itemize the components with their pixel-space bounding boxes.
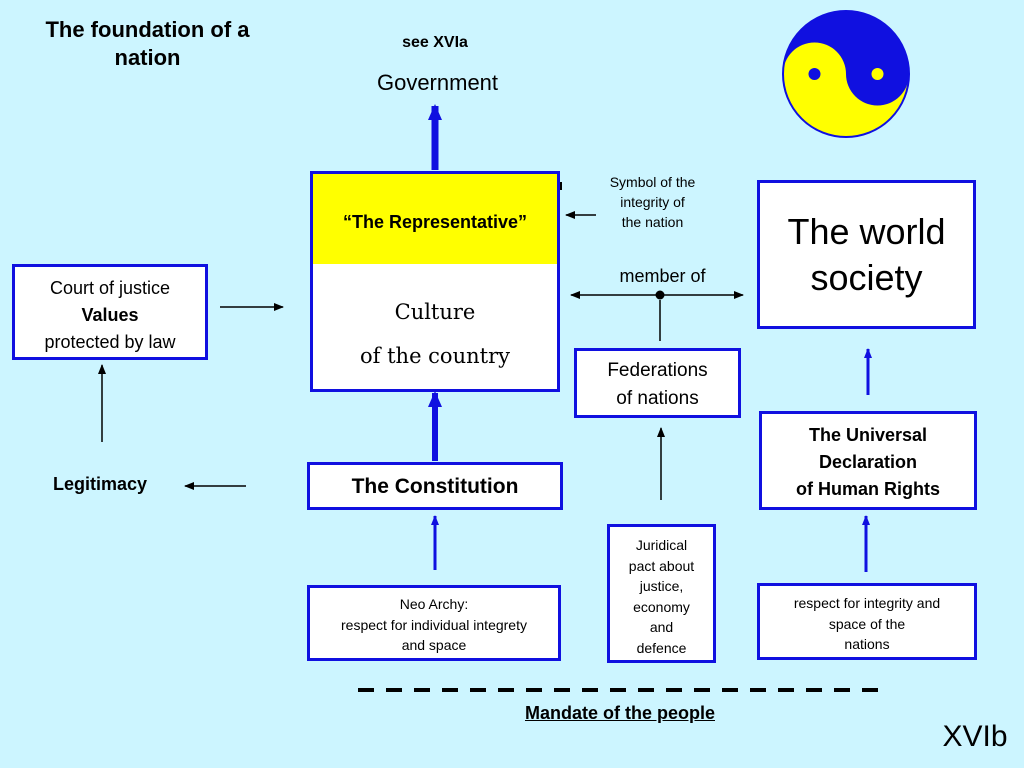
federations-label: Federations of nations [577,357,738,413]
yin-yang-icon [782,10,910,138]
neo-archy-line3: and space [401,637,467,653]
member-of-label: member of [619,266,706,286]
respect-nations-line3: nations [844,636,890,652]
culture-label-line2: of the country [360,344,510,368]
respect-nations-label: respect for integrity and space of the n… [760,593,974,655]
udhr-line3: of Human Rights [796,479,940,499]
member-of-junction [655,290,665,300]
constitution-label: The Constitution [351,475,519,498]
symbol-note: Symbol of the integrity of the nation [585,172,720,232]
culture-label-line1: Culture [394,300,476,324]
symbol-note-line2: integrity of [620,194,685,210]
court-line1: Court of justice [49,278,171,298]
world-society-box: The world society [757,180,976,329]
court-values: Values [81,305,139,325]
neo-archy-label: Neo Archy: respect for individual integr… [310,594,558,656]
juridical-line2: pact about [628,557,695,574]
world-society-line1: The world [787,211,946,252]
court-line3: protected by law [44,332,176,352]
juridical-pact-box: Juridical pact about justice, economy an… [607,524,716,663]
legitimacy-label: Legitimacy [52,474,148,494]
see-reference: see XVIa [402,34,468,51]
constitution-box: The Constitution [307,462,563,510]
juridical-line6: defence [636,639,687,656]
respect-nations-box: respect for integrity and space of the n… [757,583,977,660]
juridical-line5: and [649,619,674,635]
representative-box: “The Representative” Culture of the coun… [310,171,560,392]
neo-archy-line1: Neo Archy: [399,596,469,612]
udhr-line1: The Universal [808,425,928,445]
federations-line1: Federations [607,360,708,381]
representative-highlight [313,174,557,264]
government-label: Government [376,70,499,95]
federations-line2: of nations [616,388,699,409]
symbol-note-line3: the nation [621,214,684,230]
symbol-note-line1: Symbol of the [609,174,696,190]
court-label: Court of justice Values protected by law [15,275,205,356]
udhr-label: The Universal Declaration of Human Right… [762,422,974,503]
world-society-line2: society [810,257,923,298]
neo-archy-box: Neo Archy: respect for individual integr… [307,585,561,661]
respect-nations-line2: space of the [828,615,906,632]
respect-nations-line1: respect for integrity and [793,595,941,611]
neo-archy-line2: respect for individual integrety [341,616,527,633]
representative-label: “The Representative” [342,212,528,232]
world-society-label: The world society [760,209,973,301]
mandate-label: Mandate of the people [524,703,715,723]
udhr-box: The Universal Declaration of Human Right… [759,411,977,510]
udhr-line2: Declaration [818,452,918,472]
court-of-justice-box: Court of justice Values protected by law [12,264,208,360]
juridical-line1: Juridical [635,537,688,553]
page-title: The foundation of a nation [45,17,250,70]
page-number: XVIb [942,720,1008,753]
juridical-line4: economy [633,598,690,615]
federations-box: Federations of nations [574,348,741,418]
juridical-line3: justice, [639,578,684,594]
juridical-label: Juridical pact about justice, economy an… [610,535,713,658]
